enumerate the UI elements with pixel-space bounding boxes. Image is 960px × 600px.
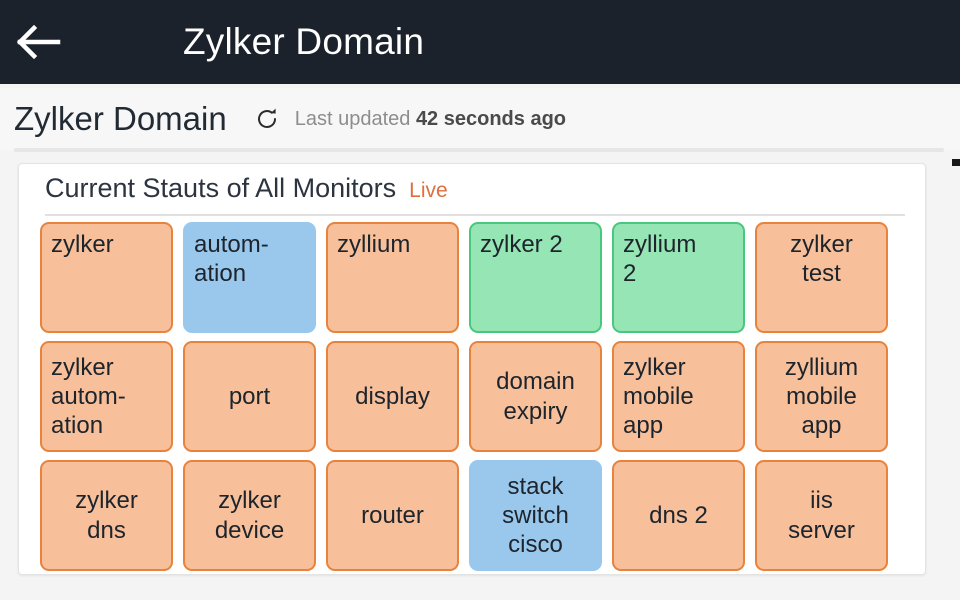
monitor-tile[interactable]: router — [326, 460, 459, 571]
monitor-tile-label: display — [355, 382, 430, 410]
monitor-tile-label: zylker — [51, 231, 114, 258]
monitor-tile[interactable]: zyllium — [326, 222, 459, 333]
monitors-card-title: Current Stauts of All Monitors — [45, 173, 397, 203]
monitor-tile[interactable]: autom-ation — [183, 222, 316, 333]
page-subheader: Zylker Domain Last updated 42 seconds ag… — [0, 88, 960, 150]
monitor-tile-label: zyllium — [337, 231, 411, 258]
last-updated-text: Last updated 42 seconds ago — [295, 108, 566, 131]
monitor-tile[interactable]: port — [183, 341, 316, 452]
monitor-tile-label: router — [361, 501, 424, 529]
scroll-edge-marker — [952, 159, 960, 166]
card-divider — [45, 214, 905, 216]
last-updated-prefix: Last updated — [294, 107, 411, 130]
page-title: Zylker Domain — [14, 100, 227, 137]
monitor-tile[interactable]: display — [326, 341, 459, 452]
monitor-tile[interactable]: dns 2 — [612, 460, 745, 571]
subheader-divider — [14, 148, 944, 152]
refresh-icon — [255, 107, 279, 131]
monitors-card: Current Stauts of All Monitors Live zylk… — [18, 163, 926, 575]
arrow-left-icon — [16, 25, 62, 59]
app-bar: Zylker Domain — [0, 0, 960, 84]
back-button[interactable] — [0, 0, 78, 84]
live-badge: Live — [409, 179, 448, 202]
refresh-button[interactable] — [255, 107, 279, 131]
monitor-tile[interactable]: zylker — [40, 222, 173, 333]
monitor-tile-label: port — [228, 382, 271, 410]
last-updated-value: 42 seconds ago — [415, 107, 566, 130]
monitor-tile-label: autom-ation — [194, 231, 269, 288]
monitors-card-header: Current Stauts of All Monitors Live — [45, 173, 448, 204]
monitor-tile[interactable]: zylker 2 — [469, 222, 602, 333]
app-bar-title: Zylker Domain — [183, 21, 425, 62]
monitor-tile-label: zylker 2 — [480, 231, 563, 258]
monitor-tile-label: dns 2 — [649, 501, 708, 529]
